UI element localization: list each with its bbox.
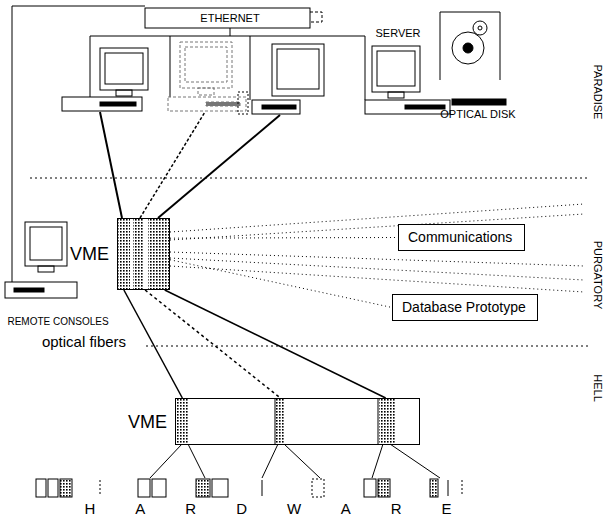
optical-disk-drive — [440, 12, 506, 105]
optical-fiber — [124, 290, 182, 398]
workstation — [168, 42, 246, 111]
optical-fiber — [145, 290, 280, 398]
tier-label: HELL — [592, 374, 605, 402]
server-computer — [365, 46, 450, 114]
node-label: VME — [128, 411, 167, 432]
vme-module — [176, 398, 395, 444]
ethernet-frame — [310, 12, 322, 22]
vme-crate: VME — [175, 398, 420, 445]
vme-crate: VME — [117, 218, 170, 290]
tier-label: PARADISE — [592, 65, 605, 120]
optical-fiber — [165, 290, 386, 398]
network-link — [100, 112, 122, 218]
tier-divider — [146, 346, 588, 347]
link-label: optical fibers — [42, 333, 126, 350]
node-label: VME — [70, 244, 109, 265]
workstation — [62, 48, 148, 111]
tier-label: HARDWARE — [45, 500, 492, 517]
device-label: OPTICAL DISK — [440, 108, 515, 121]
vme-module — [118, 219, 169, 289]
hardware-unit — [36, 479, 462, 497]
node-label: Communications — [408, 229, 515, 245]
hardware-link — [150, 444, 440, 478]
tier-label: PURGATORY — [592, 241, 605, 309]
software-leader — [170, 237, 398, 239]
network-link — [140, 112, 205, 218]
network-link — [158, 115, 280, 218]
device-label: SERVER — [375, 27, 420, 40]
network-label: ETHERNET — [200, 12, 259, 25]
software-leader — [170, 260, 392, 308]
software-box: Communications — [398, 224, 525, 251]
ethernet-frame — [145, 8, 310, 28]
workstation — [238, 44, 324, 114]
device-label: REMOTE CONSOLES — [7, 316, 108, 328]
software-leader — [170, 204, 584, 292]
software-box: Database Prototype — [392, 294, 538, 321]
remote-console — [5, 222, 77, 298]
ethernet-bus — [90, 28, 365, 100]
node-label: Database Prototype — [402, 299, 528, 315]
